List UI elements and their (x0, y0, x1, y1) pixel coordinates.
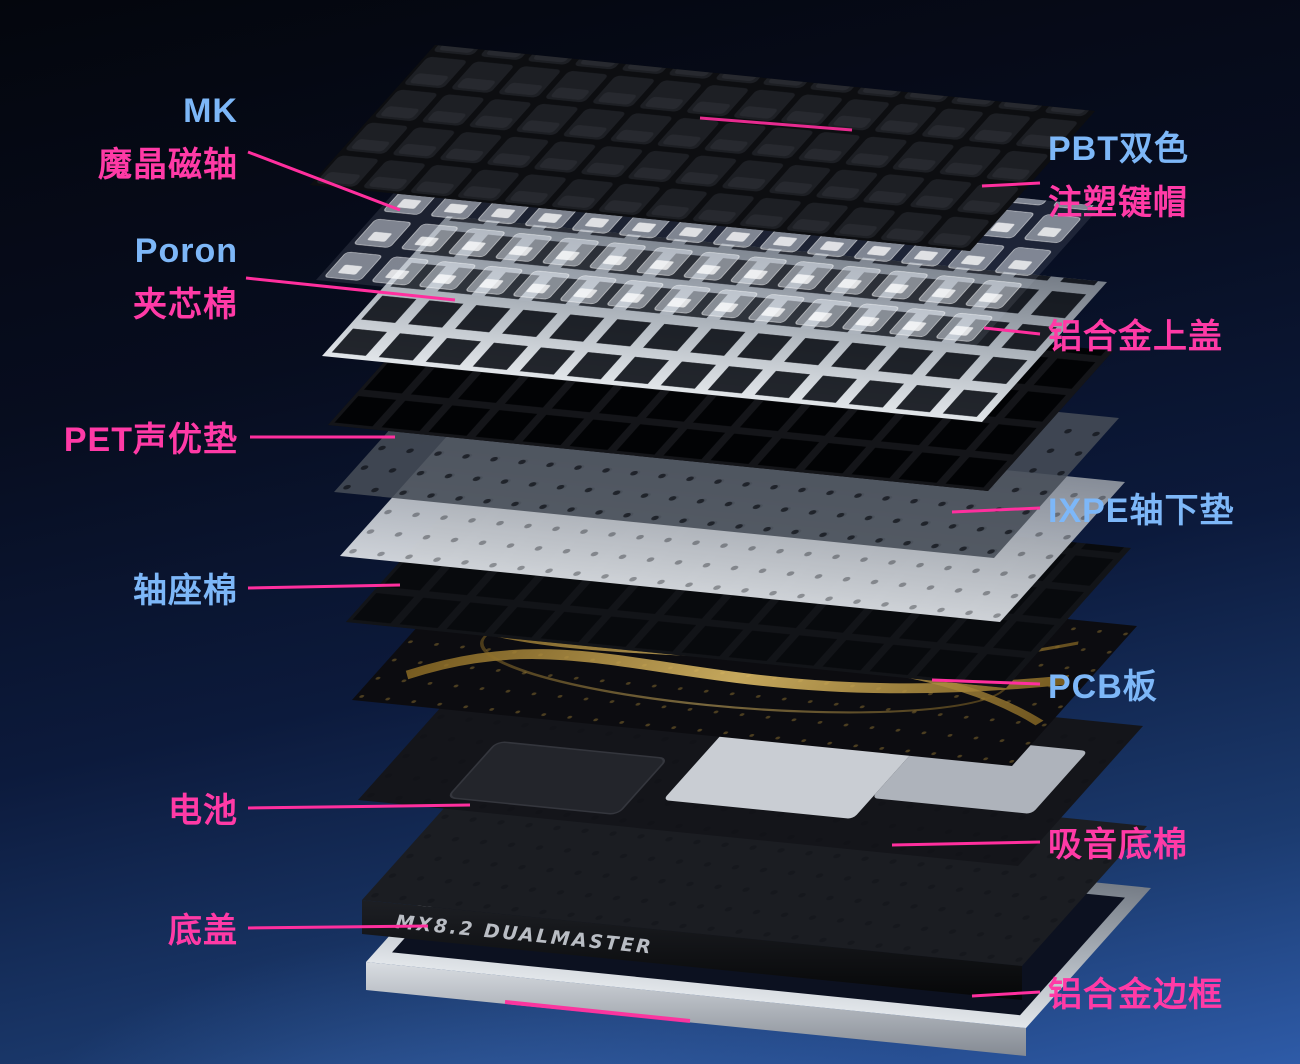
connector-bottom-cover (247, 924, 429, 930)
battery (449, 741, 665, 815)
label-pet-pad-line1: PET声优垫 (63, 421, 238, 459)
label-ixpe-pad-line1: IXPE轴下垫 (1048, 492, 1235, 530)
label-mk-switch: MK 魔晶磁轴 (98, 84, 238, 192)
label-bottom-foam-line1: 吸音底棉 (1048, 826, 1188, 864)
label-poron-foam: Poron 夹芯棉 (133, 224, 238, 332)
connector-alu-top-cover (983, 326, 1041, 336)
label-ixpe-pad: IXPE轴下垫 (1048, 484, 1234, 538)
label-bottom-cover: 底盖 (168, 904, 238, 958)
label-alu-frame: 铝合金边框 (1048, 968, 1223, 1022)
bottom-case-side (362, 900, 1022, 1000)
label-seat-foam: 轴座棉 (133, 564, 238, 618)
connector-battery (247, 803, 471, 810)
connector-ixpe-pad (951, 506, 1041, 514)
connector-seat-foam (247, 583, 401, 590)
foam-pad-1 (665, 730, 913, 819)
label-bottom-cover-line1: 底盖 (168, 912, 238, 950)
connector-bottom-foam (891, 840, 1041, 847)
label-battery: 电池 (168, 784, 238, 838)
connector-mk-switch (247, 150, 401, 212)
connector-alu-frame (971, 990, 1041, 998)
label-alu-frame-line1: 铝合金边框 (1048, 976, 1223, 1014)
label-battery-line1: 电池 (168, 792, 238, 830)
label-seat-foam-line1: 轴座棉 (133, 572, 238, 610)
label-poron-foam-line2: 夹芯棉 (133, 286, 238, 324)
connector-pcb (931, 678, 1041, 686)
rgb-accent-line-top (699, 116, 853, 132)
label-pcb-line1: PCB板 (1048, 668, 1158, 706)
label-pcb: PCB板 (1048, 660, 1158, 714)
label-alu-top-cover: 铝合金上盖 (1048, 310, 1223, 364)
connector-lines (245, 150, 1041, 998)
label-poron-foam-line1: Poron (134, 232, 238, 270)
label-alu-top-cover-line1: 铝合金上盖 (1048, 318, 1223, 356)
label-mk-switch-line2: 魔晶磁轴 (98, 146, 238, 184)
label-keycaps-line1: PBT双色 (1048, 130, 1189, 168)
alu-frame-side (366, 962, 1026, 1056)
label-keycaps-line2: 注塑键帽 (1048, 184, 1188, 222)
label-keycaps: PBT双色 注塑键帽 (1048, 122, 1189, 230)
label-bottom-foam: 吸音底棉 (1048, 818, 1188, 872)
connector-poron-foam (245, 276, 456, 302)
layer-keycaps (310, 45, 1095, 252)
rgb-accent-line-bottom (504, 1000, 691, 1023)
label-mk-switch-line1: MK (183, 92, 238, 130)
connector-keycaps (981, 181, 1041, 188)
label-pet-pad: PET声优垫 (64, 413, 238, 467)
